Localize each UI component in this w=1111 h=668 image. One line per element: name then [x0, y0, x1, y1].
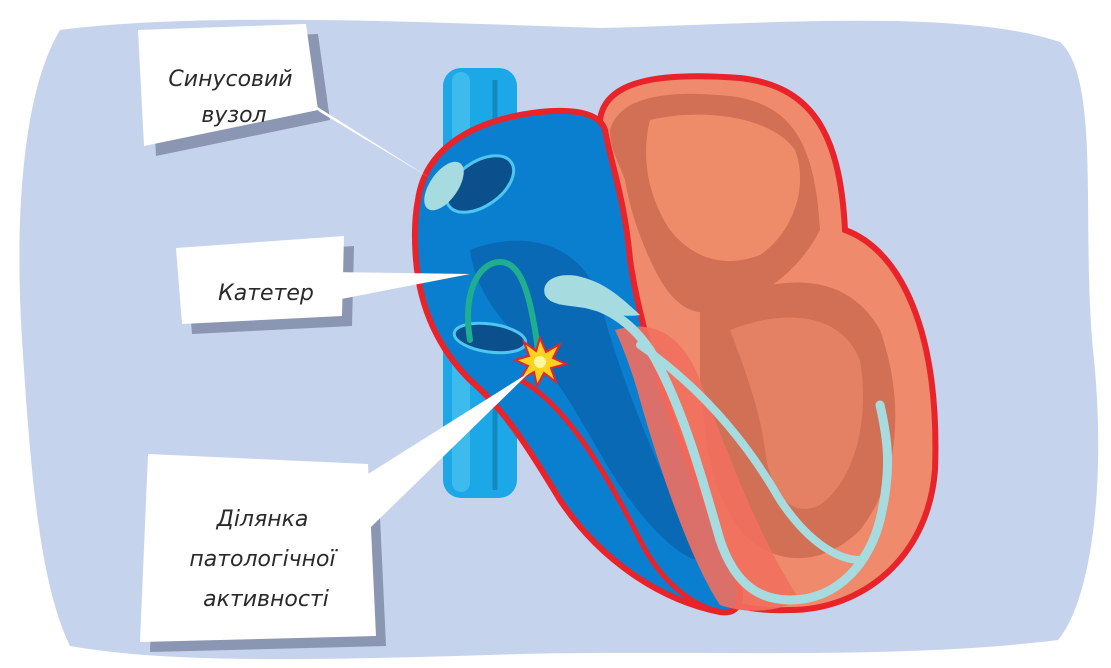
callout-pathologic-line-1: Ділянка	[216, 507, 309, 532]
callout-catheter-line-1: Катетер	[218, 281, 314, 306]
callout-sinus-line-1: Синусовий	[168, 67, 292, 92]
svg-text:Катетер: Катетер	[218, 281, 314, 306]
callout-pathologic-line-2: патологічної	[189, 547, 338, 572]
callout-pathologic-line-3: активності	[203, 587, 329, 612]
callout-sinus-line-2: вузол	[201, 103, 266, 128]
